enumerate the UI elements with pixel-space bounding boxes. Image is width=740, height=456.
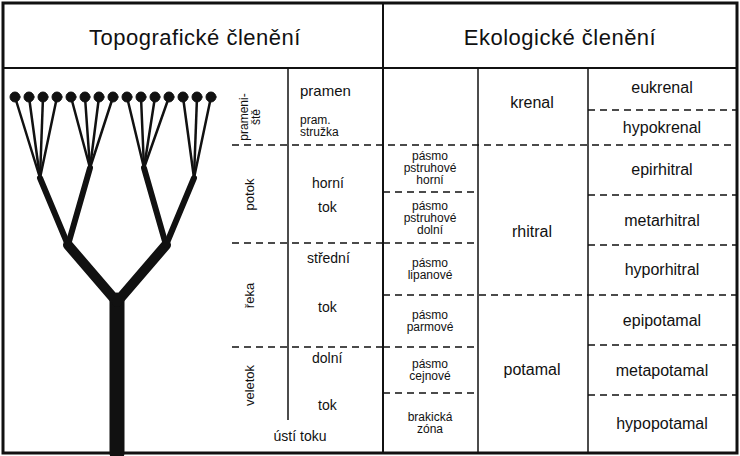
table-cell: ústí toku	[274, 429, 327, 443]
table-cell: hyporhitral	[625, 262, 700, 278]
source-dot	[122, 92, 132, 102]
source-dot	[80, 92, 90, 102]
table-cell: horní	[312, 176, 344, 190]
table-cell: pásmo pstruhové horní	[391, 150, 469, 186]
river-tree	[10, 92, 216, 453]
tributary-stroke	[194, 97, 211, 178]
outer-frame	[3, 3, 737, 453]
table-cell: pramen	[300, 83, 351, 98]
source-dot	[10, 92, 20, 102]
table-cell: krenal	[510, 95, 554, 111]
tributary-stroke	[15, 97, 40, 178]
column-heading: Ekologické členění	[464, 27, 656, 49]
table-cell: řeka	[243, 282, 256, 307]
tributary-stroke	[40, 97, 57, 178]
table-cell: dolní	[312, 351, 342, 365]
source-dot	[164, 92, 174, 102]
source-dot	[136, 92, 146, 102]
table-cell: veletok	[243, 364, 256, 405]
table-cell: prameni- ště	[238, 92, 262, 142]
table-cell: metarhitral	[624, 213, 700, 229]
table-cell: pram. stružka	[300, 114, 355, 138]
tributary-stroke	[144, 97, 169, 168]
source-dot	[178, 92, 188, 102]
table-cell: pásmo pstruhové dolní	[391, 200, 469, 236]
source-dot	[52, 92, 62, 102]
table-cell: tok	[318, 300, 337, 314]
source-dot	[38, 92, 48, 102]
table-cell: pásmo lipanové	[391, 257, 469, 281]
table-cell: brakická zóna	[395, 411, 465, 435]
table-cell: tok	[318, 200, 337, 214]
column-heading: Topografické členění	[89, 27, 301, 49]
table-cell: metapotamal	[616, 363, 709, 379]
source-dot	[108, 92, 118, 102]
tributary-stroke	[183, 97, 194, 178]
tributary-stroke	[85, 97, 90, 168]
table-cell: eukrenal	[631, 80, 692, 96]
source-dot	[192, 92, 202, 102]
tributary-stroke	[71, 97, 90, 168]
source-dot	[24, 92, 34, 102]
table-cell: epirhitral	[631, 162, 692, 178]
table-cell: střední	[307, 251, 350, 265]
table-cell: hypopotamal	[616, 416, 708, 432]
source-dot	[94, 92, 104, 102]
table-cell: rhitral	[512, 224, 552, 240]
tributary-stroke	[90, 97, 113, 168]
tributary-stroke	[141, 97, 144, 168]
table-cell: hypokrenal	[623, 120, 701, 136]
table-cell: tok	[318, 398, 337, 412]
tributary-stroke	[29, 97, 40, 178]
source-dot	[150, 92, 160, 102]
table-cell: potok	[244, 178, 257, 210]
table-cell: pásmo cejnové	[391, 358, 469, 382]
table-cell: pásmo parmové	[391, 309, 469, 333]
tributary-stroke	[127, 97, 144, 168]
tributary-stroke	[144, 97, 155, 168]
source-dot	[66, 92, 76, 102]
table-cell: epipotamal	[623, 313, 701, 329]
table-cell: potamal	[504, 362, 561, 378]
source-dot	[206, 92, 216, 102]
dashed-dividers	[232, 110, 737, 395]
